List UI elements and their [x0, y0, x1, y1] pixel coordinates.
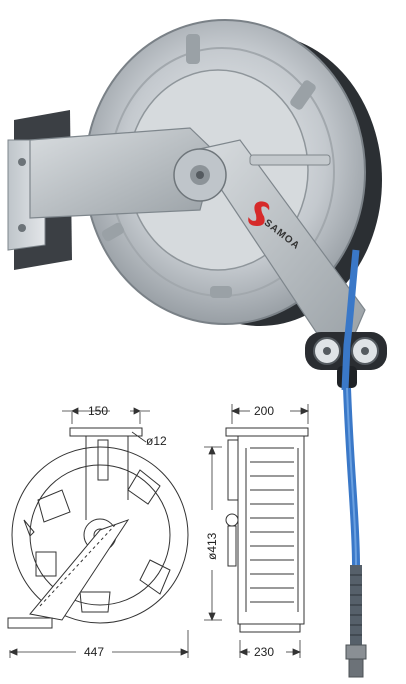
front-dimensions [8, 407, 190, 658]
dim-side-depth: 200 [254, 404, 274, 418]
hose-upper [341, 249, 360, 391]
side-view-drawing [225, 427, 309, 633]
dim-drum-diameter: ø413 [205, 532, 219, 560]
reel-photo: SAMOA [7, 19, 387, 678]
front-drum-outline [11, 446, 189, 624]
front-view-drawing [7, 427, 189, 629]
dim-total-width: 447 [84, 645, 104, 659]
dim-mount-width: 150 [88, 404, 108, 418]
logo-mark [248, 201, 270, 227]
hose-fitting [345, 644, 367, 660]
dim-drum-depth: 230 [254, 645, 274, 659]
swivel-arm [194, 139, 366, 346]
side-dimensions [204, 404, 310, 658]
dim-hole-diameter: ø12 [146, 434, 167, 448]
